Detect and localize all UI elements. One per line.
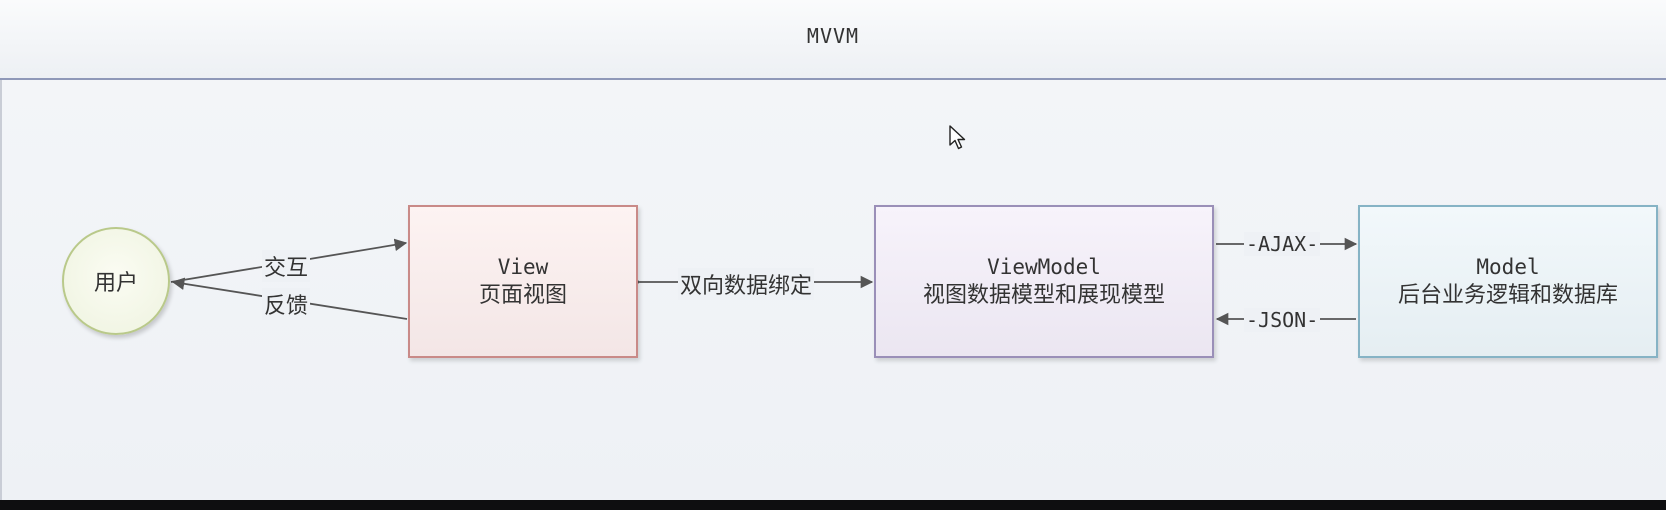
node-model: Model 后台业务逻辑和数据库 [1358, 205, 1658, 358]
node-viewmodel-subtitle: 视图数据模型和展现模型 [922, 282, 1165, 308]
mouse-pointer-icon [949, 125, 966, 150]
node-user: 用户 [62, 227, 170, 335]
node-view-title: View [497, 254, 549, 279]
edge-label-json: -JSON- [1244, 308, 1321, 332]
node-view-subtitle: 页面视图 [478, 282, 567, 308]
pool-left-border [0, 80, 2, 500]
pool-title: MVVM [806, 24, 860, 48]
node-model-subtitle: 后台业务逻辑和数据库 [1397, 282, 1618, 308]
edge-label-feedback: 反馈 [262, 288, 311, 320]
edge-label-binding: 双向数据绑定 [678, 268, 815, 300]
edge-label-ajax: -AJAX- [1244, 232, 1321, 256]
pool-header: MVVM [0, 0, 1666, 80]
bottom-bar [0, 500, 1666, 510]
edge-label-interact: 交互 [262, 250, 311, 282]
node-viewmodel: ViewModel 视图数据模型和展现模型 [874, 205, 1214, 358]
node-viewmodel-title: ViewModel [987, 254, 1101, 279]
node-view: View 页面视图 [408, 205, 638, 358]
node-user-label: 用户 [93, 271, 138, 296]
node-model-title: Model [1476, 254, 1540, 279]
